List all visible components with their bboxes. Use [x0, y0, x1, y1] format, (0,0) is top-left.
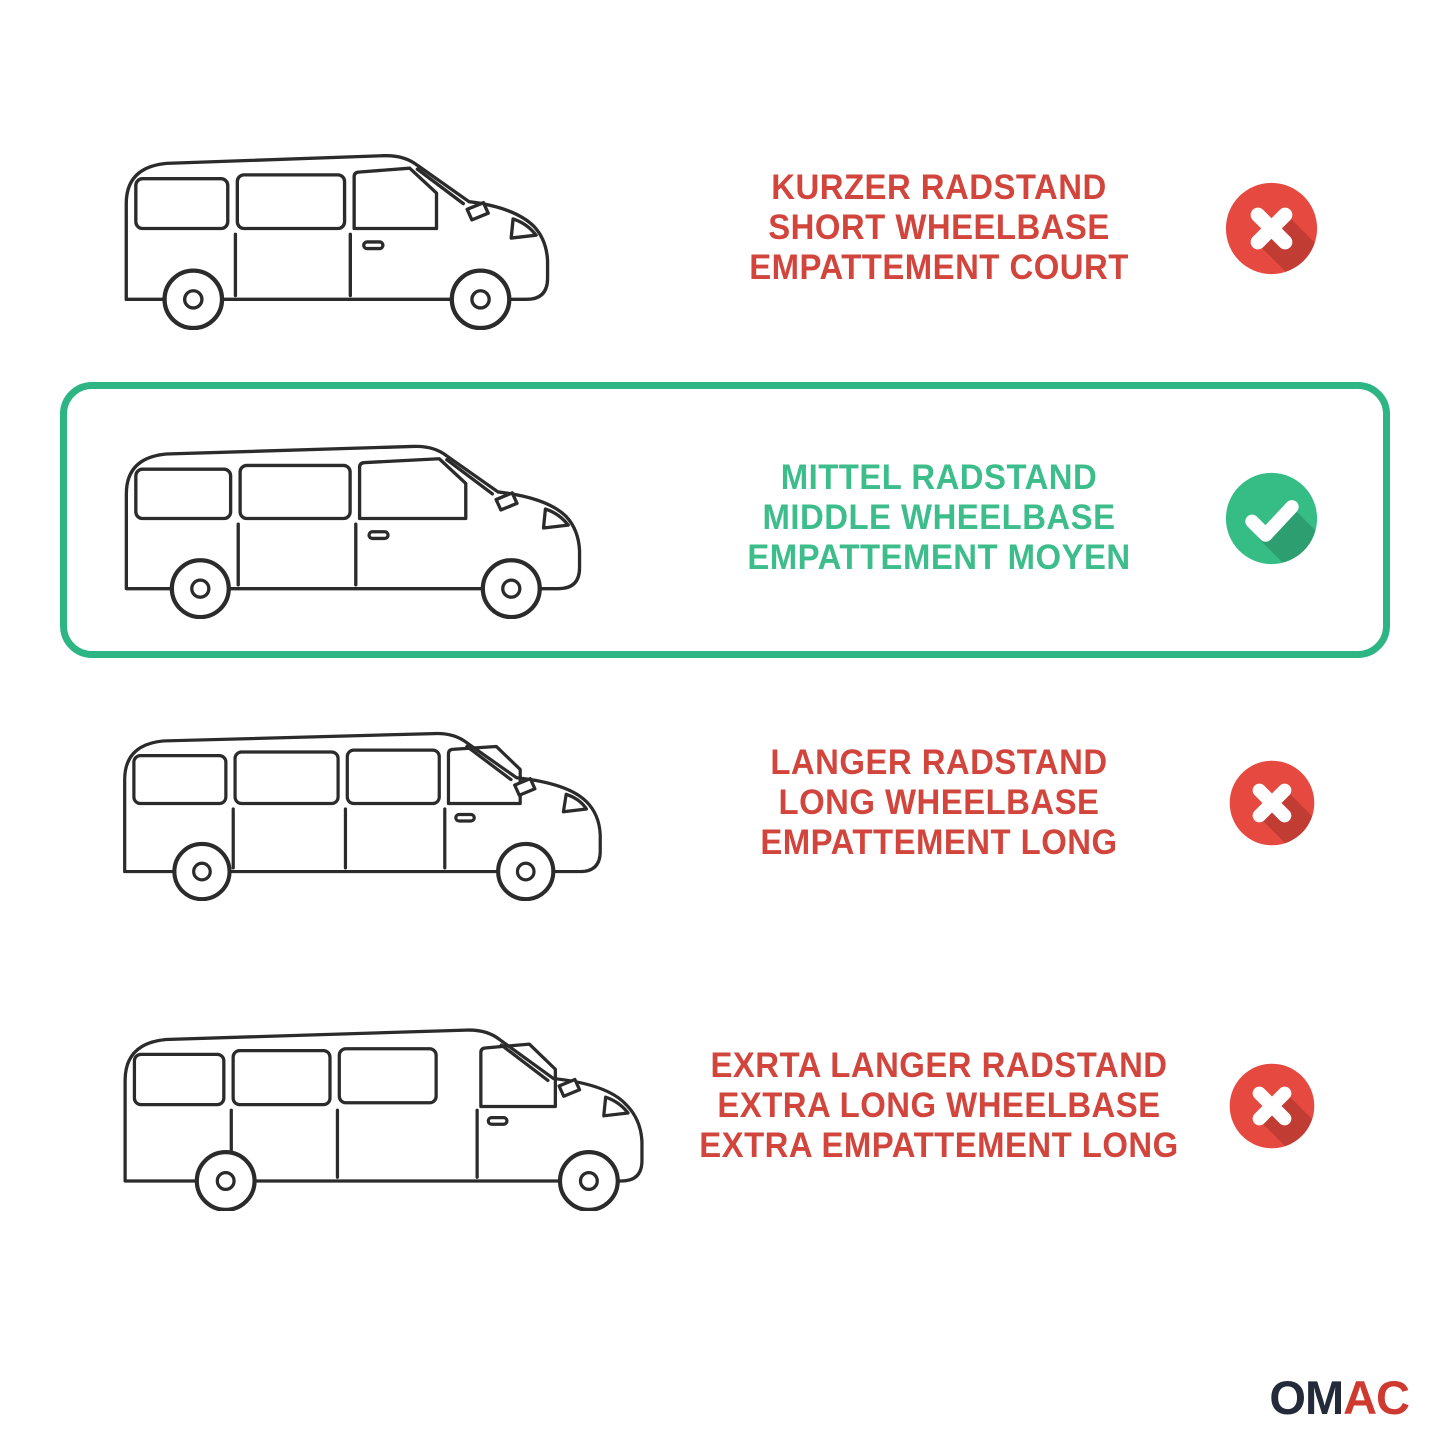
van-wheels [172, 841, 556, 901]
van-windows [134, 165, 465, 230]
label-short-wheelbase: KURZER RADSTAND SHORT WHEELBASE EMPATTEM… [737, 168, 1141, 288]
label-line-fr: EXTRA EMPATTEMENT LONG [699, 1125, 1179, 1165]
status-badge [1154, 1061, 1389, 1151]
label-line-de: MITTEL RADSTAND [780, 458, 1098, 498]
label-line-fr: EMPATTEMENT COURT [749, 247, 1129, 287]
van-body [123, 1027, 644, 1183]
option-row-long-wheelbase: LANGER RADSTAND LONG WHEELBASE EMPATTEME… [0, 688, 1445, 918]
van-middle-wheelbase-illustration [0, 418, 724, 619]
label-line-en: MIDDLE WHEELBASE [762, 498, 1116, 538]
check-icon [1225, 472, 1318, 564]
label-line-en: LONG WHEELBASE [778, 783, 1100, 823]
van-extra-long-wheelbase-illustration [0, 1002, 724, 1211]
label-long-wheelbase: LANGER RADSTAND LONG WHEELBASE EMPATTEME… [737, 743, 1141, 863]
option-row-short-wheelbase: KURZER RADSTAND SHORT WHEELBASE EMPATTEM… [0, 112, 1445, 344]
label-line-en: SHORT WHEELBASE [768, 208, 1110, 248]
brand-logo-red-part: AC [1343, 1371, 1410, 1424]
brand-logo: OMAC [1269, 1371, 1410, 1424]
label-extra-long-wheelbase: EXRTA LANGER RADSTAND EXTRA LONG WHEELBA… [699, 1046, 1178, 1166]
van-details [229, 1077, 630, 1179]
label-line-en: EXTRA LONG WHEELBASE [717, 1086, 1161, 1126]
van-middle-drawing [124, 444, 582, 619]
van-wheels [194, 1149, 620, 1211]
van-extra-long-drawing [123, 1027, 644, 1211]
status-badge [1154, 470, 1389, 567]
van-details [231, 776, 589, 869]
label-line-de: KURZER RADSTAND [771, 168, 1107, 208]
van-wheels [169, 557, 542, 619]
van-details [236, 490, 570, 587]
van-long-wheelbase-illustration [0, 706, 724, 901]
label-line-fr: EMPATTEMENT MOYEN [747, 537, 1131, 577]
van-short-wheelbase-illustration [0, 127, 724, 330]
selected-option-highlight [60, 382, 1390, 658]
label-line-fr: EMPATTEMENT LONG [760, 822, 1118, 862]
status-badge [1154, 180, 1389, 277]
cross-icon [1229, 1063, 1314, 1149]
cross-icon [1225, 182, 1318, 274]
label-line-de: LANGER RADSTAND [770, 743, 1108, 783]
van-details [233, 200, 538, 297]
van-short-drawing [124, 153, 550, 330]
van-windows [132, 1041, 557, 1108]
van-windows [132, 744, 522, 805]
van-long-drawing [123, 731, 602, 901]
label-line-de: EXRTA LANGER RADSTAND [710, 1046, 1168, 1086]
van-windows [134, 456, 494, 520]
label-middle-wheelbase: MITTEL RADSTAND MIDDLE WHEELBASE EMPATTE… [737, 458, 1141, 578]
van-wheels [162, 267, 512, 330]
status-badge [1154, 758, 1389, 848]
brand-logo-dark-part: OM [1269, 1371, 1344, 1424]
option-row-extra-long-wheelbase: EXRTA LANGER RADSTAND EXTRA LONG WHEELBA… [0, 972, 1445, 1240]
cross-icon [1229, 760, 1314, 846]
option-row-middle-wheelbase: MITTEL RADSTAND MIDDLE WHEELBASE EMPATTE… [0, 398, 1445, 638]
